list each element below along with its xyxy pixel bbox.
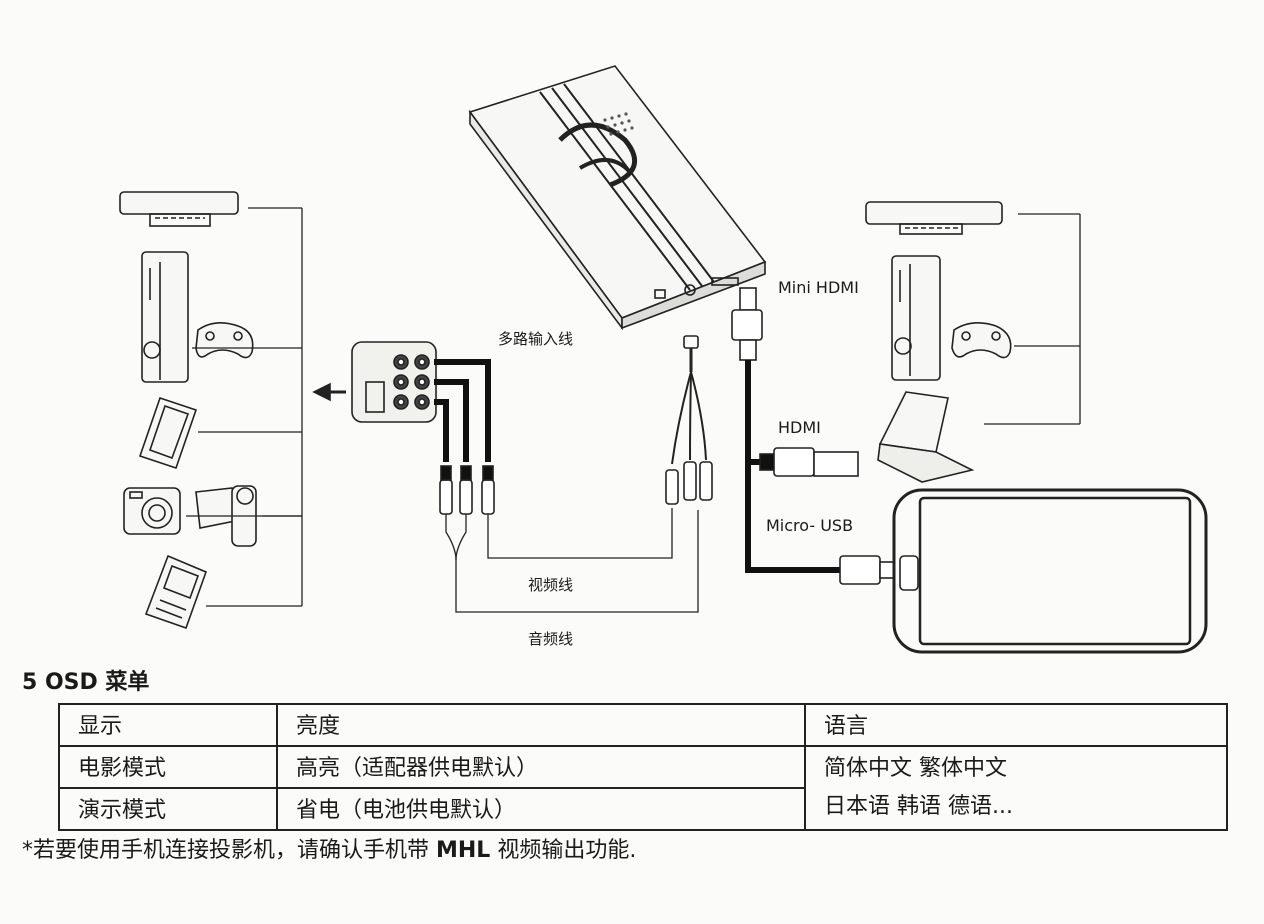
smartphone-icon [892, 488, 1208, 654]
left-device-bracket [186, 207, 303, 607]
dvd-player-icon [119, 191, 239, 227]
micro-usb-plug [839, 555, 899, 585]
camcorder-icon [195, 485, 257, 547]
left-arrow-icon [312, 382, 346, 402]
osd-brightness-high: 高亮（适配器供电默认） [276, 745, 806, 789]
video-cable-label: 视频线 [528, 576, 574, 594]
table-row: 显示 亮度 语言 [58, 703, 1228, 747]
game-console-icon [141, 251, 189, 383]
game-console-right-icon [891, 255, 941, 381]
table-row: 演示模式 省电（电池供电默认） [58, 787, 1227, 831]
right-device-bracket [984, 213, 1081, 425]
audio-cable-label: 音频线 [528, 630, 574, 648]
osd-display-movie-mode: 电影模式 [58, 745, 278, 789]
audio-cable-line [445, 510, 699, 613]
mobile-phone-icon [144, 554, 208, 630]
mini-hdmi-label: Mini HDMI [778, 278, 859, 297]
projector-icon [468, 65, 767, 331]
osd-display-presentation-mode: 演示模式 [58, 787, 278, 831]
hdmi-plug [759, 447, 859, 477]
osd-language-line-1: 简体中文 繁体中文 [824, 756, 1007, 781]
osd-display-header: 显示 [58, 703, 278, 747]
osd-brightness-header: 亮度 [276, 703, 806, 747]
mhl-footnote: *若要使用手机连接投影机，请确认手机带 MHL 视频输出功能. [22, 832, 636, 864]
osd-brightness-eco: 省电（电池供电默认） [276, 787, 806, 831]
laptop-icon [877, 391, 975, 483]
osd-language-header: 语言 [804, 703, 1228, 747]
micro-usb-label: Micro- USB [766, 516, 854, 535]
footnote-prefix: *若要使用手机连接投影机，请确认手机带 [22, 838, 436, 863]
osd-language-line-2: 日本语 韩语 德语... [824, 794, 1013, 819]
camera-icon [123, 487, 181, 535]
osd-language-options: 简体中文 繁体中文 日本语 韩语 德语... [804, 745, 1228, 831]
gamepad-icon [195, 322, 254, 359]
osd-section-title: 5 OSD 菜单 [22, 670, 150, 695]
rca-cable-bundle [434, 359, 491, 462]
connection-diagram [119, 65, 1208, 654]
footnote-suffix: 视频输出功能. [490, 838, 637, 863]
table-row: 电影模式 高亮（适配器供电默认） 简体中文 繁体中文 日本语 韩语 德语... [58, 745, 1228, 831]
hdmi-label: HDMI [778, 418, 821, 437]
av-input-panel [351, 341, 437, 423]
dvd-player-right-icon [865, 201, 1003, 235]
footnote-mhl: MHL [436, 838, 491, 863]
media-player-icon [138, 396, 198, 470]
multi-input-cable-label: 多路输入线 [498, 330, 574, 348]
osd-menu-table: 显示 亮度 语言 电影模式 高亮（适配器供电默认） 简体中文 繁体中文 日本语 … [58, 703, 1228, 831]
rca-plug-left [439, 465, 495, 515]
multi-input-cable [665, 335, 713, 505]
video-cable-line [487, 508, 673, 559]
mini-hdmi-cable [731, 287, 840, 573]
gamepad-right-icon [951, 322, 1012, 359]
